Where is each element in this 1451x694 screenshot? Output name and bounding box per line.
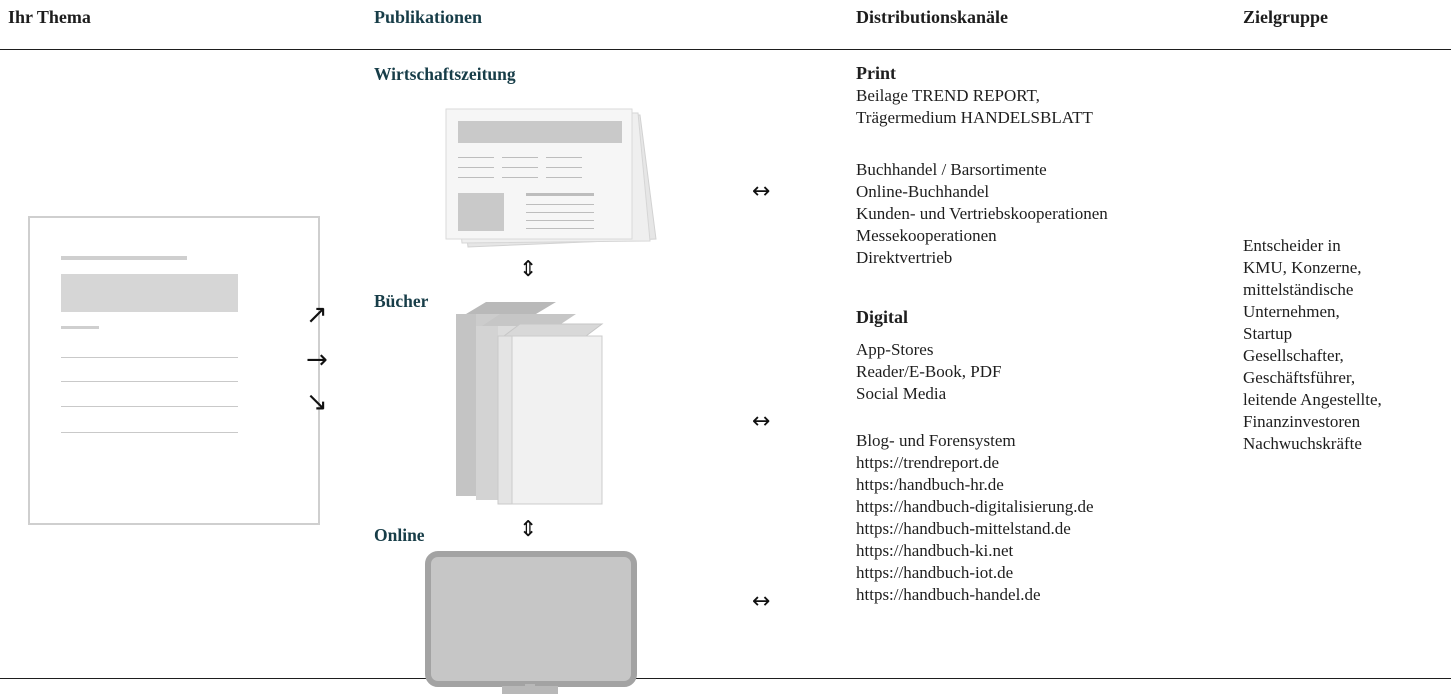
arrow-up-right-icon: ↗ (306, 300, 328, 330)
document-icon (28, 216, 320, 525)
list-item: Reader/E-Book, PDF (856, 362, 1002, 381)
footer-rule (0, 678, 1451, 679)
monitor-icon (425, 551, 637, 694)
list-item: Online-Buchhandel (856, 182, 990, 201)
publication-label-newspaper: Wirtschaftszeitung (374, 64, 516, 84)
list-item: Entscheider in (1243, 236, 1341, 255)
newspaper-icon (445, 108, 657, 248)
header-zielgruppe: Zielgruppe (1243, 7, 1329, 27)
url-text: https://handbuch-digitalisierung.de (856, 497, 1094, 516)
list-item: Messekooperationen (856, 226, 997, 245)
url-text: https://handbuch-handel.de (856, 585, 1041, 604)
url-text: https://trendreport.de (856, 453, 1000, 472)
url-text: https://handbuch-ki.net (856, 541, 1014, 560)
list-item: Trägermedium HANDELSBLATT (856, 108, 1093, 127)
url-text: https:/handbuch-hr.de (856, 475, 1004, 494)
list-item: Buchhandel / Barsortimente (856, 160, 1047, 179)
list-item: KMU, Konzerne, (1243, 258, 1362, 277)
header-distributionskanaele: Distributionskanäle (856, 7, 1009, 27)
leftright-arrow-icon: ↔ (752, 179, 771, 204)
leftright-arrow-icon: ↔ (752, 409, 771, 434)
updown-arrow-icon: ⇕ (519, 517, 538, 542)
channel-print-title: Print (856, 63, 896, 83)
channel-digital-list: App-Stores Reader/E-Book, PDF Social Med… (856, 339, 1001, 405)
arrow-right-icon: → (306, 345, 328, 375)
url-text: https://handbuch-iot.de (856, 563, 1014, 582)
list-item: Blog- und Forensystem (856, 431, 1016, 450)
url-text: https://handbuch-mittelstand.de (856, 519, 1071, 538)
list-item: Kunden- und Vertriebskooperationen (856, 204, 1108, 223)
channel-digital-title: Digital (856, 307, 908, 327)
header-publikationen: Publikationen (374, 7, 483, 27)
books-icon (456, 302, 604, 505)
channel-print-lines: Beilage TREND REPORT, Trägermedium HANDE… (856, 85, 1093, 129)
list-item: Geschäftsführer, (1243, 368, 1356, 387)
audience-list: Entscheider in KMU, Konzerne, mittelstän… (1243, 235, 1382, 455)
leftright-arrow-icon: ↔ (752, 589, 771, 614)
list-item: Beilage TREND REPORT, (856, 86, 1040, 105)
header-rule (0, 49, 1451, 50)
list-item: Finanzinvestoren (1243, 412, 1361, 431)
list-item: Gesellschafter, (1243, 346, 1344, 365)
channel-online-list: Blog- und Forensystem https://trendrepor… (856, 430, 1094, 606)
list-item: Unternehmen, (1243, 302, 1340, 321)
header-ihr-thema: Ihr Thema (8, 7, 91, 27)
list-item: Social Media (856, 384, 947, 403)
list-item: App-Stores (856, 340, 934, 359)
list-item: mittelständische (1243, 280, 1354, 299)
list-item: Nachwuchskräfte (1243, 434, 1362, 453)
publication-label-books: Bücher (374, 291, 429, 311)
updown-arrow-icon: ⇕ (519, 257, 538, 282)
channel-print-list: Buchhandel / Barsortimente Online-Buchha… (856, 159, 1108, 269)
list-item: leitende Angestellte, (1243, 390, 1382, 409)
publication-label-online: Online (374, 525, 425, 545)
list-item: Direktvertrieb (856, 248, 953, 267)
list-item: Startup (1243, 324, 1293, 343)
arrow-down-right-icon: ↘ (306, 387, 328, 417)
monitor-stand (502, 686, 558, 694)
